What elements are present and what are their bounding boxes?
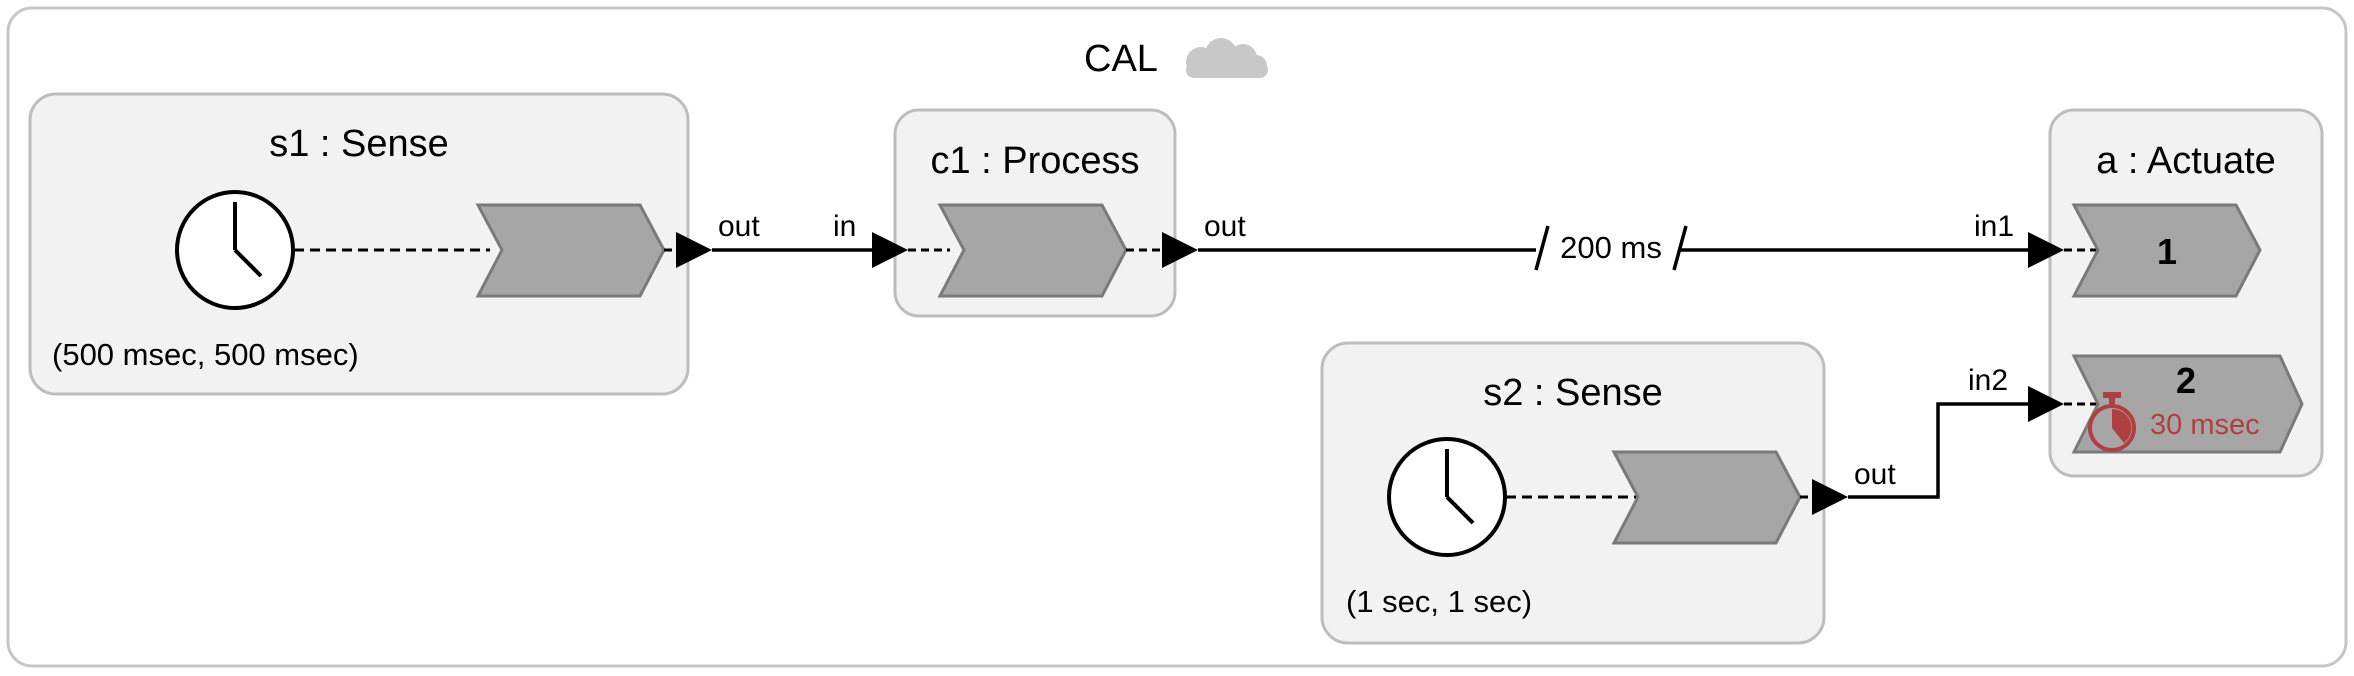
reactor-s2-title: s2 : Sense	[1483, 372, 1663, 414]
delay-marker-left	[1534, 225, 1550, 271]
reaction-a-1-number: 1	[2157, 231, 2177, 272]
delay-marker-right	[1672, 225, 1688, 271]
connection-delay-label: 200 ms	[1560, 230, 1662, 265]
connection-c1-a[interactable]	[1198, 225, 2028, 271]
a-in1-port-label: in1	[1974, 210, 2014, 243]
s2-out-port-icon[interactable]	[1812, 479, 1848, 515]
reactor-s2[interactable]: s2 : Sense (1 sec, 1 sec)	[1320, 341, 1848, 645]
cloud-icon	[1186, 38, 1268, 78]
reaction-s2[interactable]	[1611, 450, 1802, 545]
stopwatch-icon	[2088, 392, 2136, 452]
clock-icon	[175, 190, 295, 310]
a-in1-port-icon[interactable]	[2028, 232, 2064, 268]
reactor-c1[interactable]: c1 : Process	[872, 108, 1198, 318]
reaction-a-2-deadline: 30 msec	[2150, 409, 2260, 441]
c1-out-port-icon[interactable]	[1162, 232, 1198, 268]
program-title: CAL	[1084, 38, 1158, 80]
reaction-a-2-number: 2	[2176, 360, 2196, 401]
c1-out-port-label: out	[1204, 210, 1246, 243]
reactor-a[interactable]: a : Actuate 1 2 30 msec	[2028, 108, 2324, 478]
reactor-c1-title: c1 : Process	[930, 140, 1139, 182]
reactor-s1-title: s1 : Sense	[269, 123, 449, 165]
reactor-a-title: a : Actuate	[2096, 140, 2276, 182]
s1-out-port-icon[interactable]	[676, 232, 712, 268]
reactor-s1[interactable]: s1 : Sense (500 msec, 500 msec)	[28, 92, 712, 396]
a-in2-port-label: in2	[1968, 364, 2008, 397]
s1-out-port-label: out	[718, 210, 760, 243]
c1-in-port-label: in	[833, 210, 856, 243]
reaction-s1[interactable]	[475, 203, 666, 298]
reaction-a-1[interactable]	[2071, 203, 2262, 298]
reactor-s2-timer-params: (1 sec, 1 sec)	[1346, 584, 1532, 619]
c1-in-port-icon[interactable]	[872, 232, 908, 268]
reaction-c1[interactable]	[937, 203, 1128, 298]
a-in2-port-icon[interactable]	[2028, 386, 2064, 422]
connection-s2-a[interactable]	[1848, 402, 2028, 499]
clock-icon	[1387, 437, 1507, 557]
s2-out-port-label: out	[1854, 458, 1896, 491]
reactor-s1-timer-params: (500 msec, 500 msec)	[52, 337, 359, 372]
